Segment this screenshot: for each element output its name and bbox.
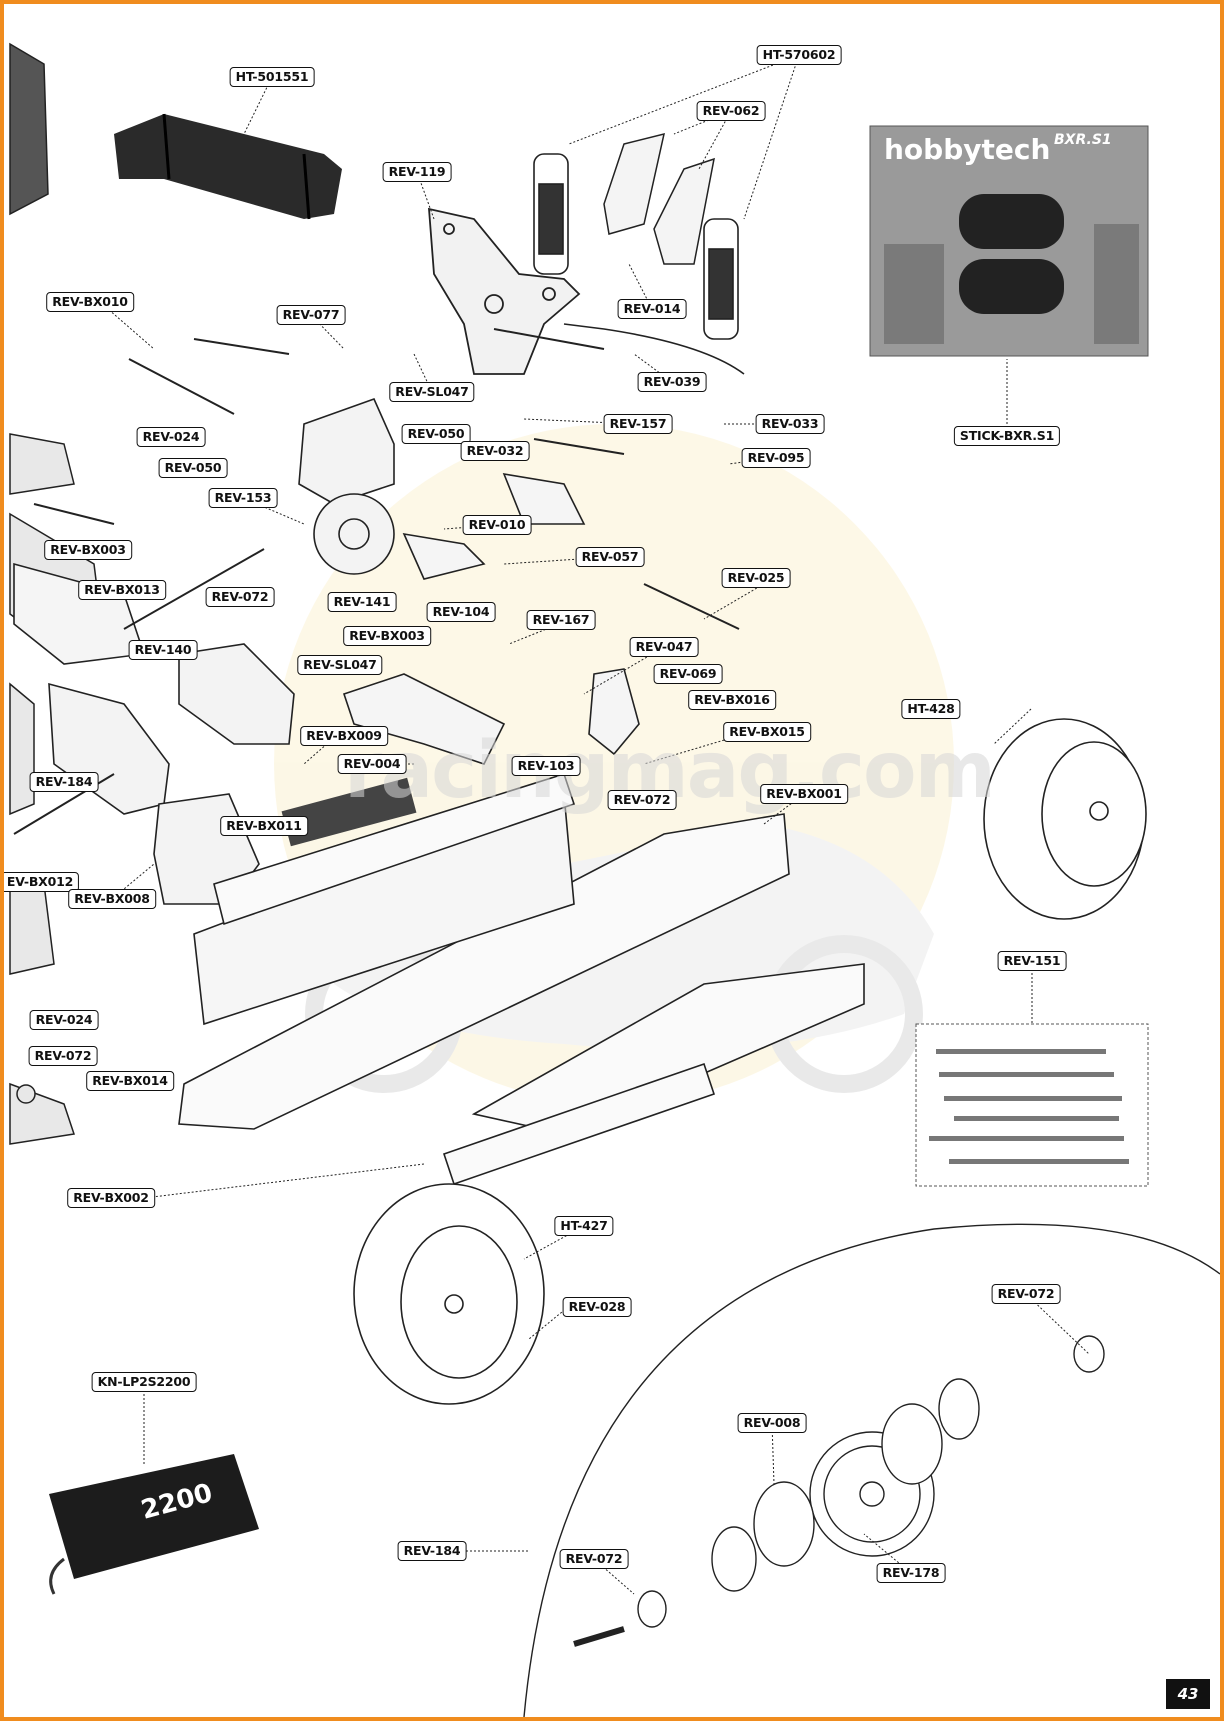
- part-label-rev-050-2: REV-050: [158, 458, 228, 478]
- screw-set: [915, 1023, 1149, 1187]
- wheel-front-right: [983, 718, 1147, 920]
- part-label-rev-069: REV-069: [653, 664, 723, 684]
- part-label-rev-bx015: REV-BX015: [723, 722, 811, 742]
- part-label-rev-140: REV-140: [128, 640, 198, 660]
- leader-lines: [99, 54, 1090, 1595]
- part-label-rev-024-2: REV-024: [29, 1010, 99, 1030]
- part-label-rev-072-2: REV-072: [607, 790, 677, 810]
- part-label-rev-bx010: REV-BX010: [46, 292, 134, 312]
- part-label-stick-bxr-s1: STICK-BXR.S1: [953, 426, 1061, 446]
- part-label-rev-039: REV-039: [637, 372, 707, 392]
- part-label-rev-072-4: REV-072: [991, 1284, 1061, 1304]
- part-label-ht-570602: HT-570602: [756, 45, 842, 65]
- part-label-rev-028: REV-028: [562, 1297, 632, 1317]
- part-label-rev-057: REV-057: [575, 547, 645, 567]
- lipo-battery: 2200: [49, 1454, 259, 1595]
- part-label-rev-184-2: REV-184: [397, 1541, 467, 1561]
- part-label-rev-008: REV-008: [737, 1413, 807, 1433]
- part-label-rev-bx009: REV-BX009: [300, 726, 388, 746]
- part-label-rev-bx016: REV-BX016: [688, 690, 776, 710]
- page-number: 43: [1166, 1679, 1210, 1709]
- part-label-rev-bx001: REV-BX001: [760, 784, 848, 804]
- part-label-rev-047: REV-047: [629, 637, 699, 657]
- part-label-rev-151: REV-151: [997, 951, 1067, 971]
- part-label-rev-024: REV-024: [136, 427, 206, 447]
- decal-brand-text: hobbytech: [884, 133, 1050, 166]
- decal-sheet: hobbytech BXR.S1: [869, 125, 1149, 357]
- part-label-rev-072: REV-072: [205, 587, 275, 607]
- slipper-clutch-detail: [523, 1223, 1220, 1717]
- gearbox-assembly: [48, 397, 395, 905]
- part-label-rev-072-5: REV-072: [559, 1549, 629, 1569]
- suspension-arms: [13, 472, 640, 765]
- part-label-rev-104: REV-104: [426, 602, 496, 622]
- part-label-rev-157: REV-157: [603, 414, 673, 434]
- part-label-rev-bx013: REV-BX013: [78, 580, 166, 600]
- exploded-view-artwork: hobbytech BXR.S1: [9, 42, 1220, 1717]
- part-label-rev-032: REV-032: [460, 441, 530, 461]
- part-label-rev-153: REV-153: [208, 488, 278, 508]
- part-label-rev-004: REV-004: [337, 754, 407, 774]
- part-label-rev-141: REV-141: [327, 592, 397, 612]
- part-label-rev-bx014: REV-BX014: [86, 1071, 174, 1091]
- part-label-rev-bx012: EV-BX012: [4, 872, 80, 892]
- svg-text:BXR.S1: BXR.S1: [1054, 132, 1112, 148]
- wheel-rear-left: [353, 1183, 545, 1405]
- part-label-rev-bx002: REV-BX002: [67, 1188, 155, 1208]
- battery-strap: [281, 777, 417, 847]
- part-label-rev-bx008: REV-BX008: [68, 889, 156, 909]
- part-label-rev-184: REV-184: [29, 772, 99, 792]
- part-label-rev-025: REV-025: [721, 568, 791, 588]
- part-label-rev-167: REV-167: [526, 610, 596, 630]
- part-label-ht-428: HT-428: [901, 699, 961, 719]
- part-label-rev-103: REV-103: [511, 756, 581, 776]
- part-label-rev-sl047-2: REV-SL047: [297, 655, 383, 675]
- main-chassis: [178, 773, 865, 1186]
- shock-tower: [428, 207, 581, 375]
- part-label-rev-178: REV-178: [876, 1563, 946, 1583]
- rear-wing: [114, 113, 342, 220]
- part-label-rev-033: REV-033: [755, 414, 825, 434]
- part-label-rev-sl047: REV-SL047: [389, 382, 475, 402]
- part-label-kn-lp2s2200: KN-LP2S2200: [91, 1372, 197, 1392]
- part-label-rev-062: REV-062: [696, 101, 766, 121]
- shock-mounts: [603, 132, 715, 265]
- part-label-rev-bx003-2: REV-BX003: [343, 626, 431, 646]
- part-label-ht-501551: HT-501551: [229, 67, 315, 87]
- part-label-rev-072-3: REV-072: [28, 1046, 98, 1066]
- shock-absorbers: [533, 153, 745, 375]
- part-label-ht-427: HT-427: [554, 1216, 614, 1236]
- part-label-rev-014: REV-014: [617, 299, 687, 319]
- part-label-rev-010: REV-010: [462, 515, 532, 535]
- part-label-rev-bx003: REV-BX003: [44, 540, 132, 560]
- part-label-rev-077: REV-077: [276, 305, 346, 325]
- part-label-rev-050: REV-050: [401, 424, 471, 444]
- part-label-rev-095: REV-095: [741, 448, 811, 468]
- part-label-rev-119: REV-119: [382, 162, 452, 182]
- part-label-rev-bx011: REV-BX011: [220, 816, 308, 836]
